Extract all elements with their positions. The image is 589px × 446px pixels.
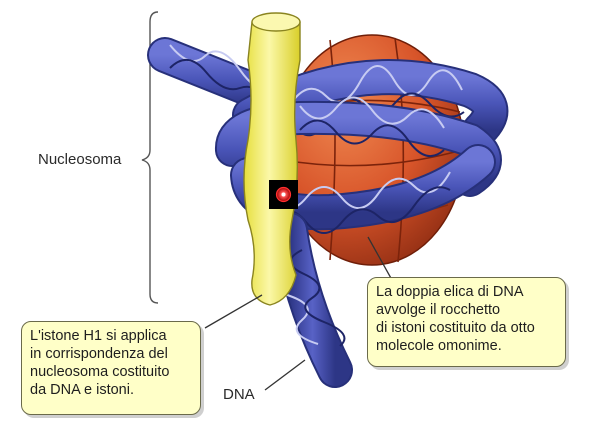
callout-line: di istoni costituito da otto [376,320,535,336]
callout-line: molecole omonime. [376,338,502,354]
histone-h1 [243,12,301,306]
pointer-dna [264,359,306,391]
nucleosome-label: Nucleosoma [38,151,122,168]
callout-line: L'istone H1 si applica [30,328,167,344]
pointer-dna-helix [367,236,393,281]
nucleosome-bracket [141,11,159,304]
cursor-marker [269,180,298,209]
dna-label: DNA [223,386,255,403]
dna-helix-callout: La doppia elica di DNA avvolge il rocche… [367,277,566,367]
pointer-h1 [204,294,263,329]
callout-line: nucleosoma costituito [30,364,170,380]
callout-line: da DNA e istoni. [30,382,134,398]
callout-line: avvolge il rocchetto [376,302,501,318]
histone-h1-callout: L'istone H1 si applica in corrispondenza… [21,321,201,415]
callout-line: La doppia elica di DNA [376,284,524,300]
callout-line: in corrispondenza del [30,346,168,362]
